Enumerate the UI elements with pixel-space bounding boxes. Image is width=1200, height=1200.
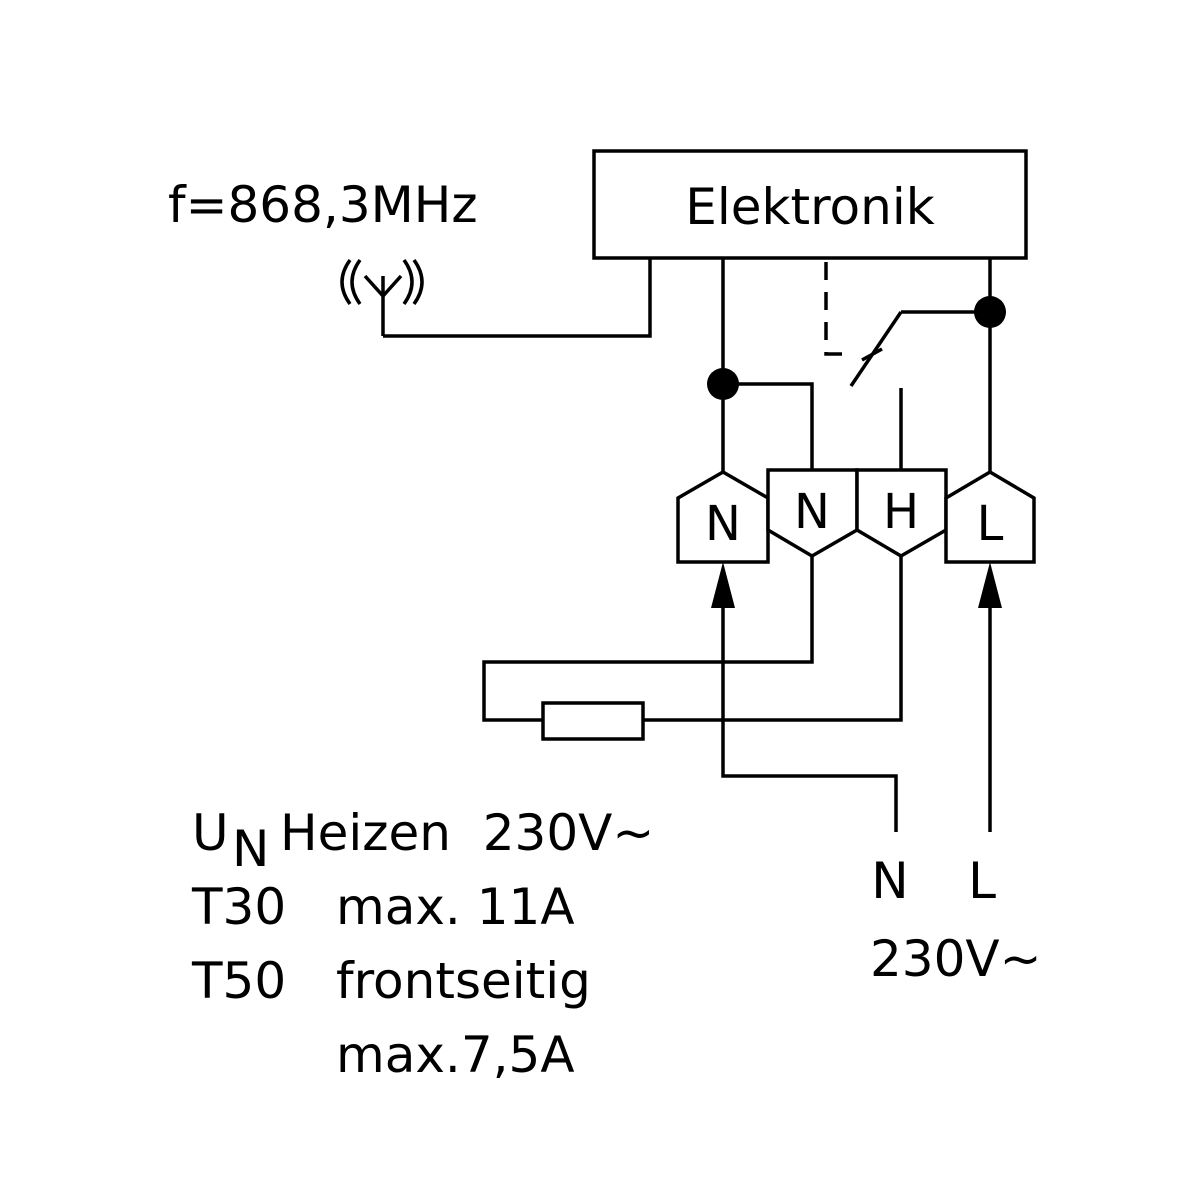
antenna-icon [340, 258, 424, 336]
specs-block: U N Heizen 230V~ T30 max. 11A T50 fronts… [191, 804, 654, 1084]
relay-control-line [824, 262, 852, 356]
terminal-n2 [766, 468, 859, 559]
supply-voltage-label: 230V~ [870, 930, 1042, 988]
relay-contact [849, 311, 903, 387]
terminal-label-l: L [977, 496, 1004, 552]
junction-dot-l [974, 296, 1006, 328]
supply-wire-n [721, 608, 898, 832]
spec-symbol: U [192, 804, 229, 862]
terminal-l [944, 469, 1036, 564]
relay-contact-mark [861, 347, 883, 362]
antenna-wire [383, 258, 652, 338]
spec-subscript: N [232, 820, 269, 878]
frequency-label: f=868,3MHz [168, 176, 478, 234]
terminal-h [855, 468, 948, 559]
supply-n-label: N [871, 852, 908, 910]
electronics-box [592, 149, 1028, 260]
load-wire-n [482, 556, 814, 722]
neutral-bridge-wire [723, 382, 814, 470]
terminal-label-h: H [883, 484, 919, 540]
electronics-label: Elektronik [685, 178, 934, 236]
spec-line3-code: T50 [191, 952, 286, 1010]
heating-resistor [541, 701, 645, 741]
spec-line2-code: T30 [191, 878, 286, 936]
load-wire-h [643, 556, 903, 722]
spec-line4-text: max.7,5A [336, 1026, 575, 1084]
spec-line1-text: Heizen 230V~ [280, 804, 654, 862]
terminal-label-n1: N [705, 496, 741, 552]
terminal-label-n2: N [794, 484, 830, 540]
arrow-n [711, 562, 735, 608]
spec-line2-text: max. 11A [336, 878, 575, 936]
supply-l-label: L [968, 852, 996, 910]
spec-line3-text: frontseitig [336, 952, 591, 1010]
arrow-l [978, 562, 1002, 608]
terminal-block: N N H L [676, 468, 1036, 564]
